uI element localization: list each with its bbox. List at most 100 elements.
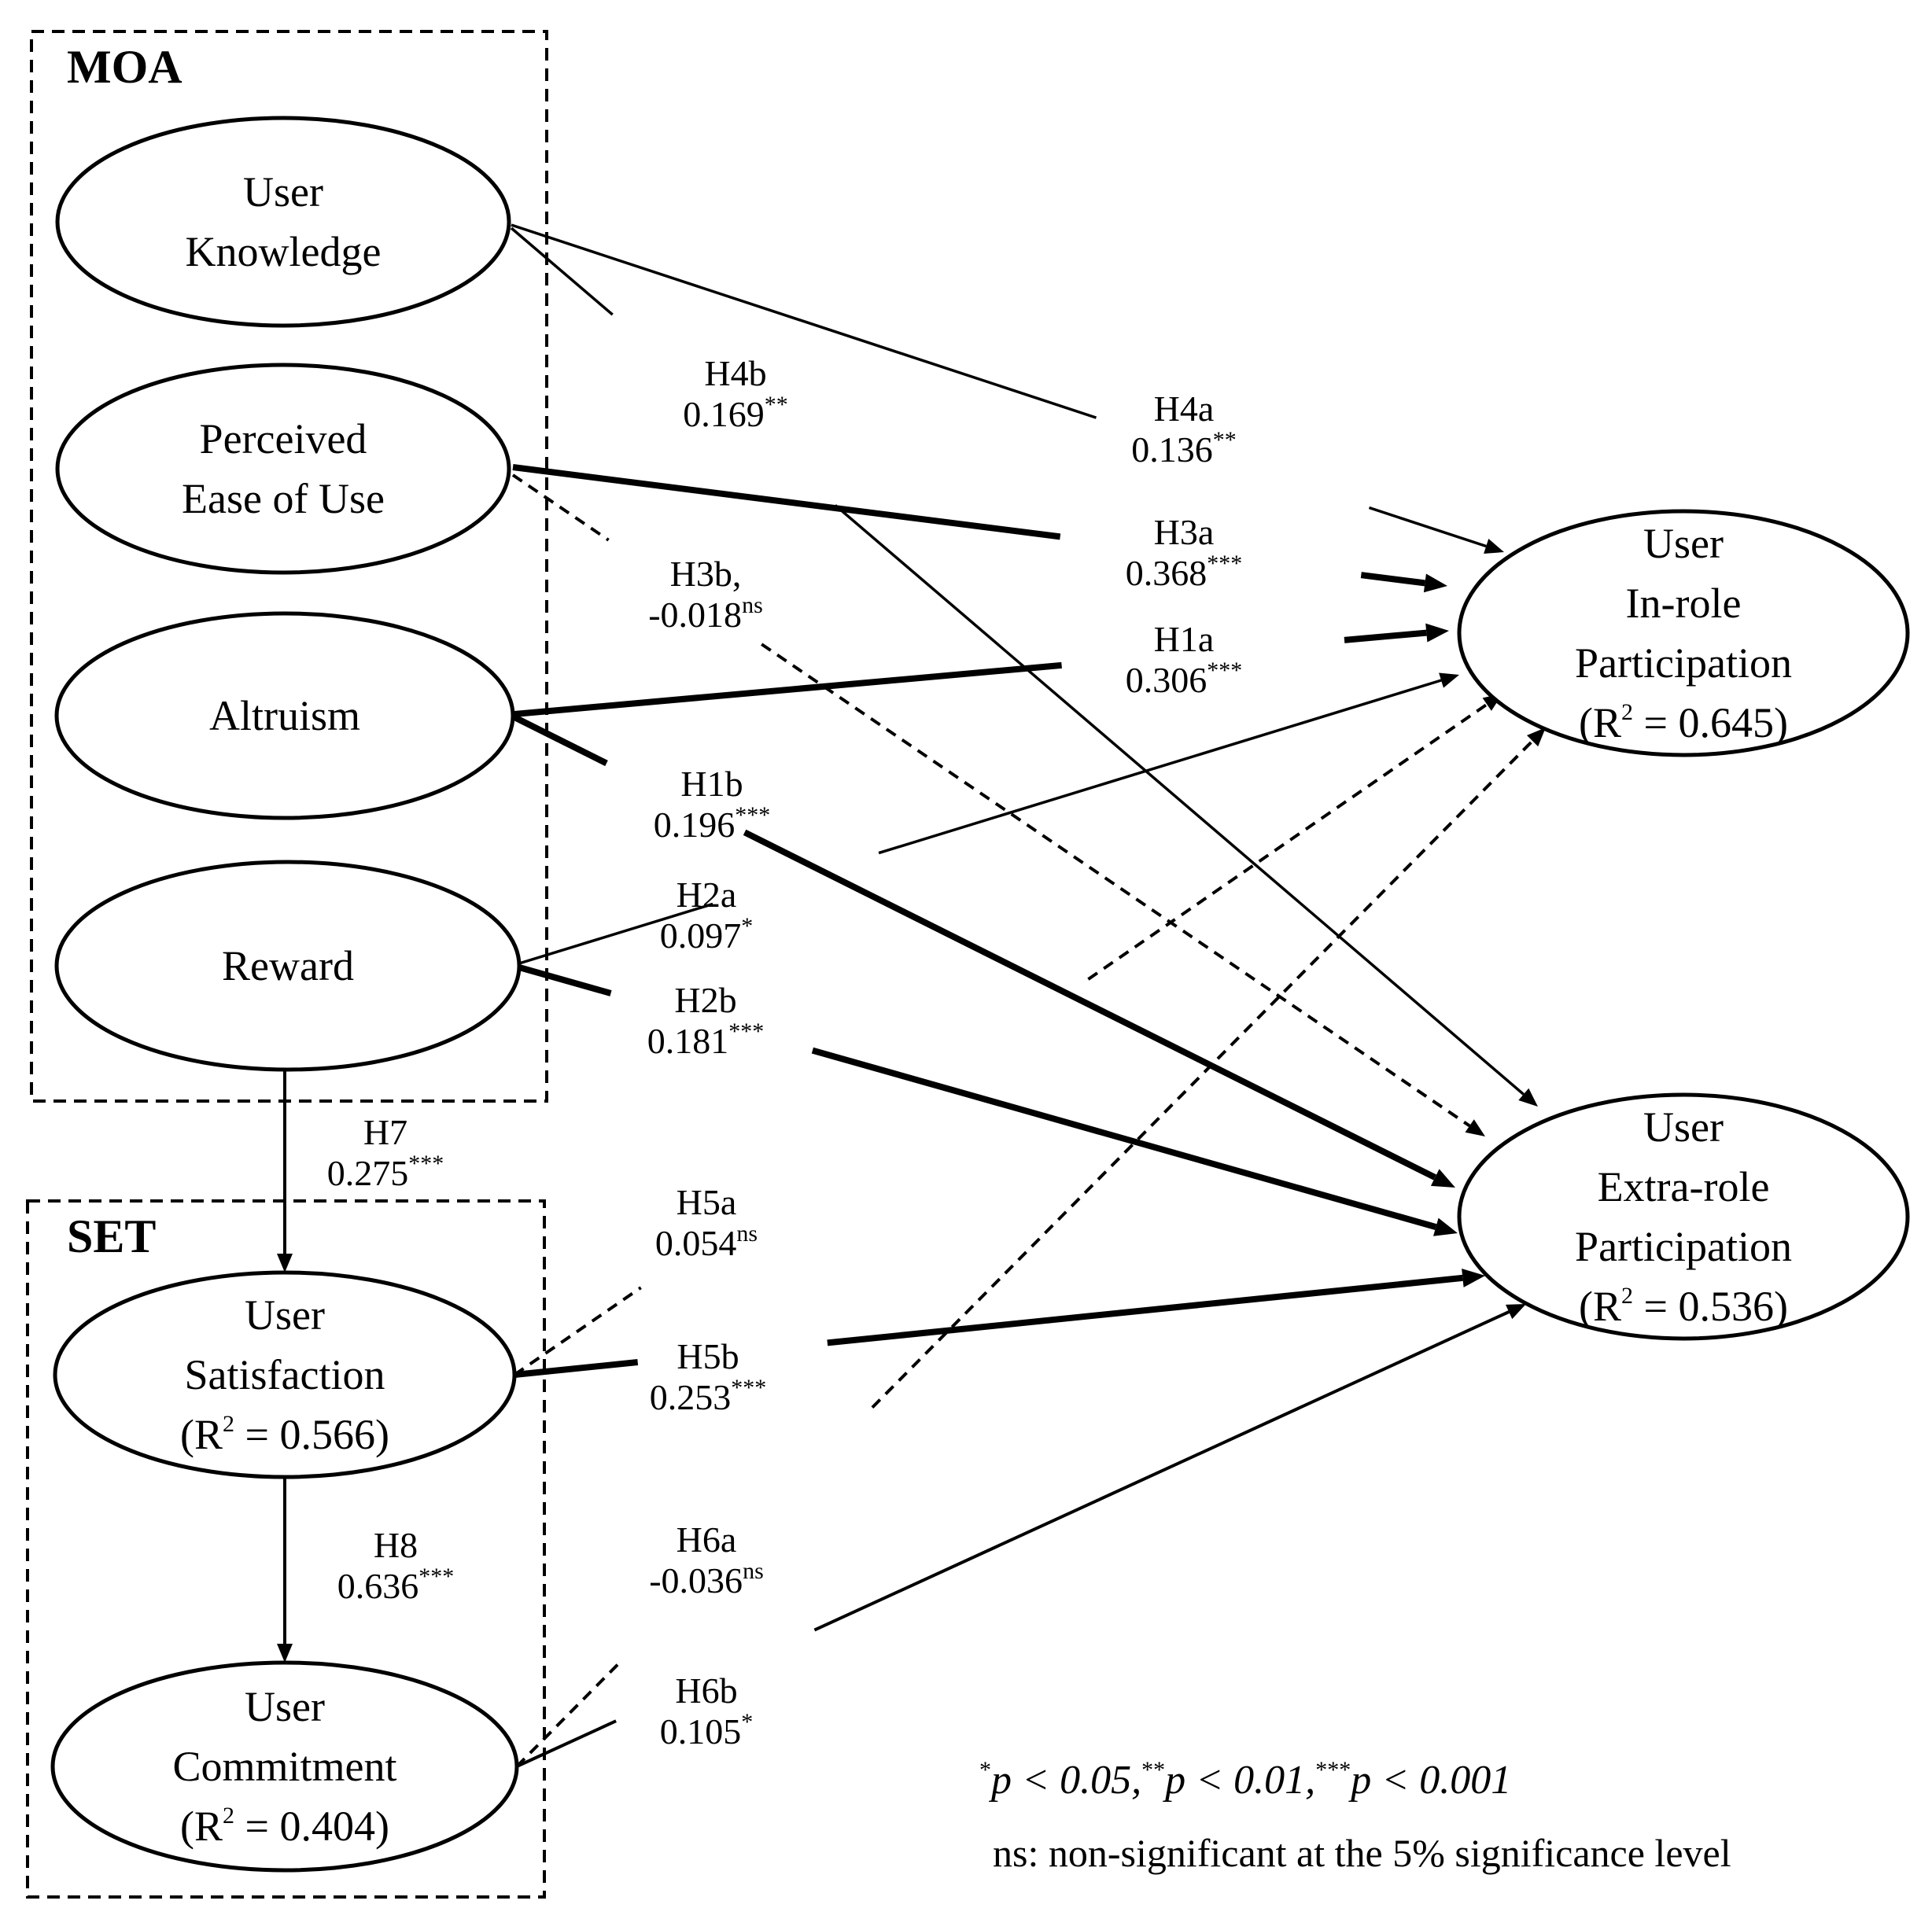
path-h2b-segment-2 xyxy=(811,1047,1437,1230)
arrowhead-h4a xyxy=(1484,539,1504,554)
path-h4b-segment-2 xyxy=(834,504,1525,1096)
arrowhead-h2a xyxy=(1439,672,1459,688)
path-h7-coef: 0.275 xyxy=(327,1153,409,1193)
path-h6a-sig: ns xyxy=(743,1558,764,1584)
path-h1a-sig: *** xyxy=(1207,657,1242,683)
arrowhead-h1b xyxy=(1430,1169,1455,1188)
path-h3b-label: H3b,-0.018ns xyxy=(648,554,763,635)
node-user-knowledge-ellipse xyxy=(55,116,511,328)
node-ease-of-use-line-2: Ease of Use xyxy=(182,475,385,522)
path-h8-coef: 0.636 xyxy=(337,1566,419,1606)
path-h4a-segment-2 xyxy=(1368,506,1487,548)
path-h6a-segment-1 xyxy=(515,1663,620,1768)
arrowhead-h3a xyxy=(1423,573,1447,593)
path-h5a-segment-2 xyxy=(1087,702,1488,981)
path-h2b-segment-1 xyxy=(518,964,612,996)
arrowhead-h4b xyxy=(1518,1088,1538,1107)
legend-significance: *p < 0.05,**p < 0.01,***p < 0.001 xyxy=(979,1757,1511,1803)
path-h6b-sig: * xyxy=(741,1709,753,1735)
node-reward-ellipse xyxy=(54,860,522,1072)
path-h2a-segment-2 xyxy=(878,679,1442,855)
path-h3b-segment-2 xyxy=(761,643,1471,1128)
node-commitment-line-1: User xyxy=(245,1683,325,1730)
path-h4a-segment-1 xyxy=(511,223,1097,419)
node-ease-of-use-line-1: Perceived xyxy=(200,415,367,462)
path-h8-sig: *** xyxy=(418,1564,454,1589)
node-reward-line-1: Reward xyxy=(222,942,354,989)
moa-group-box xyxy=(30,30,548,1103)
node-inrole-line-3: Participation xyxy=(1575,639,1792,687)
path-h2a-coef: 0.097 xyxy=(660,915,742,956)
path-h6a-coef: -0.036 xyxy=(649,1560,743,1600)
node-commitment-r2: (R2 = 0.404) xyxy=(180,1803,389,1850)
path-h3a-segment-2 xyxy=(1360,572,1425,587)
path-h3b-coef: -0.018 xyxy=(648,595,742,635)
arrowhead-h2b xyxy=(1433,1217,1458,1236)
path-h4b-coef: 0.169 xyxy=(683,394,765,434)
arrowhead-h6a xyxy=(1527,727,1546,747)
path-h1b-coef: 0.196 xyxy=(654,805,736,845)
path-h3b-segment-1 xyxy=(511,473,610,542)
path-h6a-segment-2 xyxy=(871,739,1534,1409)
path-h5a-coef: 0.054 xyxy=(655,1223,737,1263)
path-h3a-coef: 0.368 xyxy=(1126,553,1208,593)
path-h2a-segment-1 xyxy=(518,902,713,965)
path-h3a-segment-1 xyxy=(512,464,1061,540)
path-h2b-coef: 0.181 xyxy=(647,1021,729,1061)
path-h6b-segment-2 xyxy=(813,1310,1510,1632)
path-h5b-sig: *** xyxy=(731,1375,766,1401)
node-satisfaction-line-2: Satisfaction xyxy=(185,1351,385,1398)
node-satisfaction-r2: (R2 = 0.566) xyxy=(180,1411,389,1458)
arrowhead-h7 xyxy=(277,1254,293,1273)
node-inrole-line-1: User xyxy=(1643,520,1724,567)
path-h6b-coef: 0.105 xyxy=(660,1711,742,1751)
path-h3a-sig: *** xyxy=(1207,551,1242,576)
node-altruism-ellipse xyxy=(54,611,515,820)
node-user-knowledge-line-1: User xyxy=(243,168,323,215)
node-inrole-ellipse xyxy=(1457,509,1910,757)
node-inrole-r2: (R2 = 0.645) xyxy=(1579,699,1788,746)
arrowhead-h1a xyxy=(1425,623,1449,643)
path-h5a-sig: ns xyxy=(736,1221,758,1247)
node-reward: Reward xyxy=(54,860,522,1072)
arrowhead-h6b xyxy=(1506,1304,1526,1320)
path-h4a-coef: 0.136 xyxy=(1131,429,1213,470)
set-group-box xyxy=(26,1199,546,1899)
arrowhead-h3b xyxy=(1465,1119,1485,1136)
path-h6b-segment-1 xyxy=(516,1719,617,1768)
node-extrarole-line-1: User xyxy=(1643,1103,1724,1151)
node-ease-of-use-ellipse xyxy=(55,363,511,575)
node-satisfaction-ellipse xyxy=(53,1270,517,1479)
path-h2b-sig: *** xyxy=(728,1018,764,1044)
arrowhead-h5b xyxy=(1462,1269,1485,1287)
path-h4b-sig: ** xyxy=(765,392,788,418)
path-h5b-segment-2 xyxy=(827,1274,1463,1346)
path-h2a-sig: * xyxy=(741,913,753,939)
path-h5a-segment-1 xyxy=(513,1286,642,1376)
set-group-title: SET xyxy=(67,1210,156,1262)
path-h6a-label: H6a-0.036ns xyxy=(649,1519,764,1600)
path-h5b-coef: 0.253 xyxy=(650,1377,732,1417)
node-satisfaction-line-1: User xyxy=(245,1291,325,1339)
node-altruism: Altruism xyxy=(54,611,515,820)
path-h1b-segment-2 xyxy=(743,829,1436,1180)
arrowhead-h8 xyxy=(277,1644,293,1663)
moa-group-title: MOA xyxy=(67,41,183,93)
node-extrarole-r2: (R2 = 0.536) xyxy=(1579,1283,1788,1330)
path-h3b-sig: ns xyxy=(742,592,763,618)
